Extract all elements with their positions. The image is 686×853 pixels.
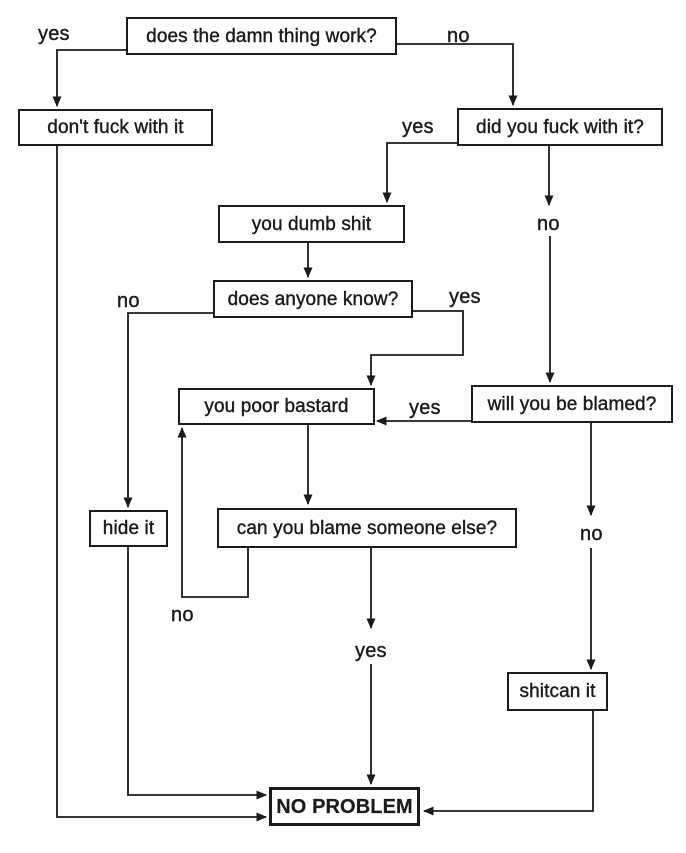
node-can-you-blame-someone-else: can you blame someone else?	[217, 508, 517, 548]
node-you-dumb-shit: you dumb shit	[218, 205, 405, 243]
edge-label-know-no: no	[117, 290, 140, 312]
edge-label-work-no: no	[447, 25, 470, 47]
edge-label-fucked-yes: yes	[402, 116, 434, 138]
node-does-anyone-know: does anyone know?	[213, 280, 413, 318]
edge-shitcan-noproblem	[423, 711, 594, 816]
node-shitcan-it: shitcan it	[507, 672, 608, 711]
node-dont-fuck-with-it: don't fuck with it	[18, 109, 213, 146]
edge-work-yes	[52, 49, 126, 107]
edge-label-fucked-no: no	[537, 213, 560, 235]
node-will-you-be-blamed: will you be blamed?	[471, 385, 673, 423]
edge-label-blame-yes: yes	[355, 640, 387, 662]
node-hide-it: hide it	[89, 510, 168, 547]
edge-label-blame-no: no	[171, 604, 194, 626]
edge-label-blamed-no: no	[580, 523, 603, 545]
edge-label-work-yes: yes	[38, 23, 70, 45]
node-you-poor-bastard: you poor bastard	[178, 388, 375, 425]
edge-hideit-noproblem	[127, 547, 267, 800]
edge-know-yes	[366, 310, 464, 386]
edge-dontfuck-noproblem	[56, 146, 267, 822]
edge-label-know-yes: yes	[449, 286, 481, 308]
node-did-you-fuck-with-it: did you fuck with it?	[457, 108, 663, 146]
edge-blame-no-loop	[177, 427, 249, 598]
node-no-problem: NO PROBLEM	[269, 787, 420, 826]
edge-label-blamed-yes: yes	[409, 397, 441, 419]
edge-know-no	[123, 312, 213, 508]
edge-work-no	[397, 43, 518, 106]
edge-fucked-yes	[382, 142, 457, 203]
node-does-it-work: does the damn thing work?	[126, 17, 397, 55]
